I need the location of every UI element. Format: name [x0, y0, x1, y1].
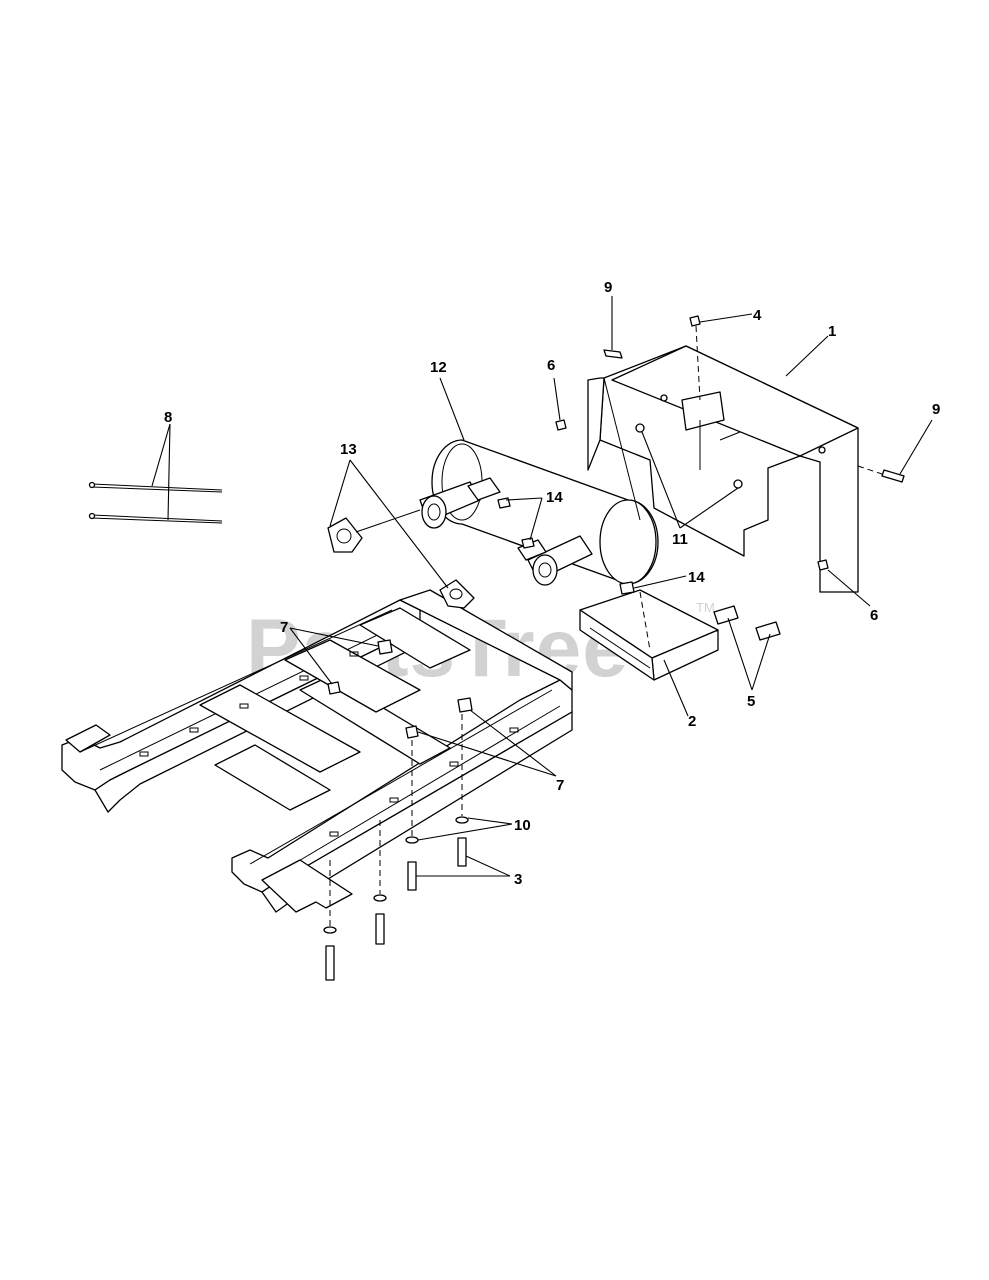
callout-5: 5: [747, 693, 755, 710]
callout-2: 2: [688, 713, 696, 730]
callout-7-left: 7: [280, 619, 288, 636]
callout-9-top: 9: [604, 279, 612, 296]
part-1-heat-shield: [587, 345, 859, 593]
callout-14-upper: 14: [546, 489, 563, 506]
part-8-rods: [88, 481, 223, 524]
watermark-trademark: TM: [696, 600, 715, 615]
callout-12: 12: [430, 359, 447, 376]
callout-6-right: 6: [870, 607, 878, 624]
callout-13: 13: [340, 441, 357, 458]
callout-8: 8: [164, 409, 172, 426]
frame-chassis: [61, 589, 573, 913]
callout-11: 11: [672, 531, 688, 548]
part-2-plate: [579, 589, 719, 681]
callout-7-right: 7: [556, 777, 564, 794]
callouts: 1 2 3 4 5 6 6 7 7 8 9 9 10 11 12 13 14 1…: [164, 279, 940, 888]
callout-14-lower: 14: [688, 569, 705, 586]
callout-9-right: 9: [932, 401, 940, 418]
callout-4: 4: [753, 307, 762, 324]
callout-3: 3: [514, 871, 522, 888]
callout-1: 1: [828, 323, 836, 340]
fasteners: [323, 315, 905, 981]
callout-6-top: 6: [547, 357, 555, 374]
leader-lines: [151, 296, 933, 877]
callout-10: 10: [514, 817, 531, 834]
part-12-muffler: [419, 439, 659, 586]
part-13-gaskets: [327, 509, 475, 609]
